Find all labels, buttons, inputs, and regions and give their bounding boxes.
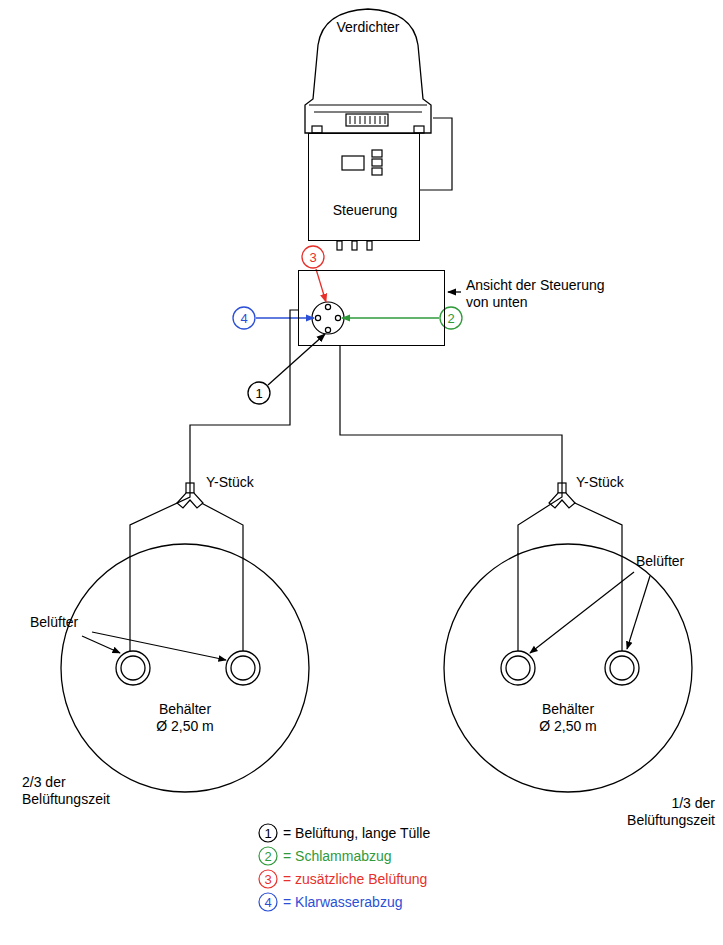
- part-name: Belüfter: [30, 614, 110, 631]
- aerator: [506, 656, 530, 680]
- callout-leaders: [316, 269, 326, 302]
- tank-outline-circle: [444, 544, 692, 792]
- callout-number: 3: [303, 249, 323, 266]
- button: [372, 150, 382, 157]
- note: 2/3 der Belüftungszeit: [22, 774, 117, 808]
- aerator-leaders: [82, 636, 120, 653]
- callout-leaders: [233, 307, 255, 329]
- aerator-leaders: [82, 572, 650, 660]
- node-text: Verdichter: [303, 19, 433, 36]
- port: [315, 315, 320, 320]
- aerator: [116, 651, 639, 685]
- vent-slot: [355, 116, 356, 124]
- legend-circles: [259, 824, 277, 911]
- legend-number: 2: [258, 848, 278, 865]
- vent-slot: [365, 116, 366, 124]
- callout-leaders: [342, 317, 439, 318]
- legend-text: = Klarwasserabzug: [283, 894, 402, 911]
- callout-leaders: [448, 291, 461, 292]
- callout-number: 4: [234, 310, 254, 327]
- callout-number: 2: [441, 310, 461, 327]
- button: [372, 168, 382, 175]
- part-name: Belüfter: [636, 553, 716, 570]
- compressor-detail: [414, 126, 424, 133]
- callout-leaders: [440, 307, 462, 329]
- nozzle: [367, 241, 372, 250]
- aerator-leaders: [627, 576, 650, 649]
- vent-slot: [370, 116, 371, 124]
- callout-leaders: [233, 246, 462, 404]
- air-pipes: [562, 497, 622, 651]
- callout-leaders: [256, 317, 314, 318]
- compressor-detail: [309, 104, 427, 105]
- compressor-detail: [312, 126, 322, 133]
- display: [342, 156, 364, 170]
- node-text: Ansicht der Steuerung von unten: [466, 277, 616, 311]
- air-pipe: [130, 310, 298, 557]
- button: [372, 159, 382, 166]
- legend-text: = Schlammabzug: [283, 848, 392, 865]
- aerator: [605, 651, 639, 685]
- aerator: [121, 656, 145, 680]
- part-name: Y-Stück: [576, 474, 646, 491]
- part-name: Y-Stück: [206, 474, 276, 491]
- legend-circles: [259, 893, 277, 911]
- nozzle: [352, 241, 357, 250]
- air-pipes: [130, 497, 622, 651]
- callout-number: 1: [249, 385, 269, 402]
- tank-circle: Behälter Ø 2,50 m: [60, 543, 310, 793]
- tank-outline: [443, 543, 693, 793]
- connector-plug: [312, 302, 344, 334]
- legend-text: = Belüftung, lange Tülle: [283, 825, 430, 842]
- compressor-detail: [309, 105, 427, 133]
- node-text: Behälter Ø 2,50 m: [537, 701, 599, 735]
- node-text: Behälter Ø 2,50 m: [154, 701, 216, 735]
- tank-circle: Behälter Ø 2,50 m: [443, 543, 693, 793]
- power-cable: [420, 118, 452, 190]
- vent-grille: [350, 116, 385, 124]
- vent-slot: [350, 116, 351, 124]
- callout-leaders: [268, 334, 325, 385]
- tank-outline-circle: [61, 544, 309, 792]
- connector-plug: [312, 302, 344, 334]
- air-pipe: [340, 346, 562, 555]
- compressor-detail: [346, 114, 388, 126]
- nozzle: [337, 241, 342, 250]
- aerator: [501, 651, 535, 685]
- aerator: [226, 651, 260, 685]
- legend-circles: [259, 824, 277, 842]
- aerator-leaders: [92, 632, 226, 660]
- legend-text: = zusätzliche Belüftung: [283, 871, 427, 888]
- air-pipes: [190, 497, 243, 651]
- air-pipes: [129, 556, 130, 651]
- tank-outline: [60, 543, 310, 793]
- vent-slot: [385, 116, 386, 124]
- port: [325, 304, 330, 309]
- aerator-leaders: [530, 572, 634, 653]
- compressor-housing: Verdichter: [303, 5, 433, 133]
- note: 1/3 der Belüftungszeit: [620, 795, 715, 829]
- legend-circles: [259, 847, 277, 865]
- callout-leaders: [248, 382, 270, 404]
- port: [335, 315, 340, 320]
- legend-number: 3: [258, 871, 278, 888]
- vent-slot: [360, 116, 361, 124]
- vent-slot: [380, 116, 381, 124]
- node-text: Steuerung: [309, 202, 421, 219]
- legend-number: 4: [258, 894, 278, 911]
- air-pipes: [517, 553, 518, 651]
- aerator: [610, 656, 634, 680]
- port: [325, 327, 330, 332]
- compressor-detail: [314, 111, 422, 112]
- control-detail: [337, 150, 382, 250]
- aerator: [116, 651, 150, 685]
- aerator: [231, 656, 255, 680]
- legend-number: 1: [258, 825, 278, 842]
- bottom-view-box: Ansicht der Steuerung von unten: [298, 270, 445, 346]
- vent-slot: [375, 116, 376, 124]
- control-box: Steuerung: [308, 133, 420, 241]
- legend-circles: [259, 870, 277, 888]
- callout-leaders: [302, 246, 324, 268]
